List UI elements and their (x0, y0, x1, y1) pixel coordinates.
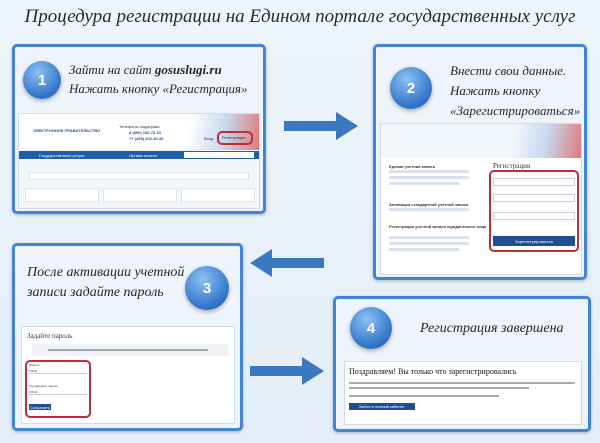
section-heading: Регистрация учетной записи юридического … (389, 224, 487, 229)
login-link[interactable]: Вход (204, 136, 214, 141)
caption-text: Зайти на сайт (69, 62, 155, 77)
registration-form-screenshot: Единая учетная запись Активация стандарт… (380, 123, 582, 275)
site-name: gosuslugi.ru (154, 62, 222, 77)
arrow-left-icon (250, 249, 324, 277)
register-submit-button[interactable]: Зарегистрироваться (493, 236, 575, 246)
step-3-panel: После активации учетной записи задайте па… (12, 243, 243, 431)
step-3-caption: После активации учетной записи задайте па… (27, 263, 184, 303)
page-title: Процедура регистрации на Едином портале … (24, 6, 576, 27)
step-2-caption: Внести свои данные. Нажать кнопку «Зарегис… (450, 61, 580, 121)
step-3-number: 3 (185, 266, 229, 310)
personal-account-button[interactable]: Войти в личный кабинет (349, 403, 415, 410)
name-input[interactable] (493, 194, 575, 202)
step-4-panel: 4 Регистрация завершена Поздравляем! Вы … (333, 296, 591, 432)
password-input[interactable]: •••••• (29, 368, 87, 374)
save-button[interactable]: Сохранить (29, 404, 51, 410)
arrow-right-icon (250, 357, 324, 385)
caption-text: Внести свои данные. (450, 63, 567, 78)
logo: ЭЛЕКТРОННОЕ ПРАВИТЕЛЬСТВО (33, 128, 101, 133)
confirm-password-input[interactable]: •••••• (29, 389, 87, 395)
tab-authorities[interactable]: Органы власти (129, 153, 157, 158)
surname-input[interactable] (493, 178, 575, 186)
registration-complete-screenshot: Поздравляем! Вы только что зарегистриров… (344, 361, 582, 425)
step-2-panel: 2 Внести свои данные. Нажать кнопку «Зарег… (373, 44, 587, 280)
section-heading: Единая учетная запись (389, 164, 436, 169)
step-4-number: 4 (350, 307, 392, 349)
password-label: Пароль (29, 363, 40, 367)
phone-email-input[interactable] (493, 212, 575, 220)
phone-2: +7 (495) 202-10-39 (129, 136, 164, 141)
caption-text: Нажать кнопку (450, 83, 541, 98)
tab-services[interactable]: Государственные услуги (39, 153, 85, 158)
caption-text: «Зарегистрироваться» (450, 103, 581, 118)
register-button[interactable]: Регистрация (222, 135, 246, 140)
register-highlight (217, 131, 253, 145)
caption-text: После активации учетной (27, 265, 185, 280)
form-title: Регистрация (493, 162, 531, 170)
section-heading: Активация стандартной учетной записи (389, 202, 469, 207)
step-2-number: 2 (390, 67, 432, 109)
caption-text: записи задайте пароль (27, 285, 164, 300)
arrow-right-icon (284, 112, 358, 140)
step-4-caption: Регистрация завершена (420, 321, 564, 336)
confirm-password-label: Подтвердите пароль (29, 384, 58, 388)
password-heading: Задайте пароль (27, 332, 73, 340)
phone-label: Телефоны поддержки (119, 124, 160, 129)
phone-1: 8 (800) 100-70-10 (129, 130, 162, 135)
gosuslugi-homepage-screenshot: ЭЛЕКТРОННОЕ ПРАВИТЕЛЬСТВО Телефоны подде… (18, 113, 260, 209)
step-1-number: 1 (23, 61, 61, 99)
password-form-highlight (25, 360, 91, 418)
caption-text: Нажать кнопку «Регистрация» (69, 81, 248, 96)
set-password-screenshot: Задайте пароль Пароль •••••• Подтвердите… (21, 326, 235, 424)
form-highlight (489, 170, 579, 252)
success-heading: Поздравляем! Вы только что зарегистриров… (349, 367, 517, 376)
